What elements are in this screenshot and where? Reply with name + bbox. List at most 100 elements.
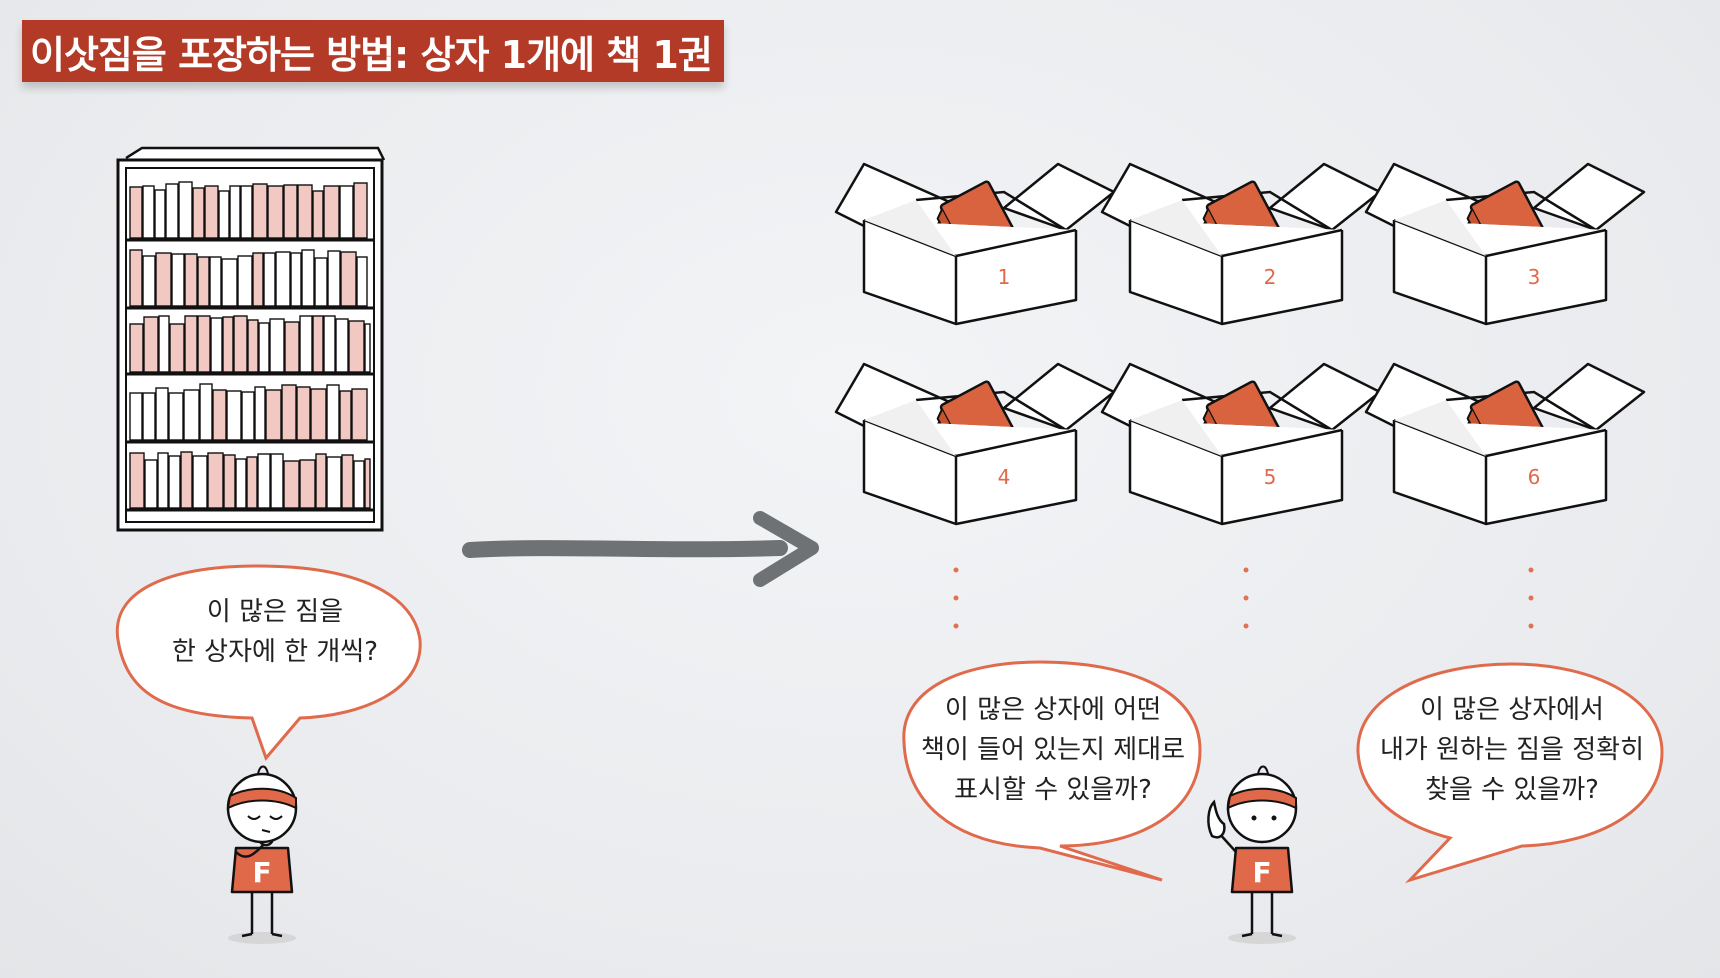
box-number-label: 5: [1264, 465, 1277, 489]
speech-bubble-middle: [902, 660, 1202, 882]
bubble-middle-line: 책이 들어 있는지 제대로: [921, 735, 1185, 765]
moving-box: 2: [1100, 162, 1382, 326]
shelf-book: [252, 183, 268, 239]
shelf-book: [168, 392, 184, 441]
shelf-book: [258, 322, 270, 373]
shelf-book: [353, 460, 365, 509]
shelf-book: [339, 390, 352, 441]
shelf-book: [192, 187, 205, 239]
moving-box: 3: [1364, 162, 1646, 326]
shelf-book: [252, 252, 264, 307]
bubble-middle-text: 이 많은 상자에 어떤 책이 들어 있는지 제대로 표시할 수 있을까?: [906, 690, 1200, 810]
shelf-book: [283, 460, 300, 509]
bubble-middle-line: 이 많은 상자에 어떤: [944, 695, 1162, 725]
shelf-book: [235, 458, 247, 509]
shelf-book: [315, 453, 327, 509]
shelf-book: [229, 185, 241, 239]
moving-box: 1: [834, 162, 1116, 326]
slide-title: 이삿짐을 포장하는 방법: 상자 1개에 책 1권: [30, 32, 713, 77]
bookshelf: [116, 146, 386, 532]
shelf-book: [339, 185, 354, 239]
bubble-right-line: 찾을 수 있을까?: [1425, 775, 1599, 805]
bubble-right-line: 이 많은 상자에서: [1420, 695, 1604, 725]
shelf-book: [283, 184, 298, 239]
shelf-book: [165, 183, 179, 239]
box-number-label: 6: [1528, 465, 1541, 489]
speech-bubble-right: [1356, 662, 1664, 884]
shelf-book: [218, 190, 230, 239]
shelf-book: [246, 456, 258, 509]
shelf-book: [178, 181, 193, 239]
shelf-book: [237, 255, 253, 307]
shelf-book: [265, 389, 282, 441]
shelf-book: [299, 459, 316, 509]
shelf-book: [129, 452, 145, 509]
shelf-book: [155, 387, 169, 441]
shelf-book: [221, 258, 238, 307]
shelf-book: [312, 315, 324, 373]
box-number-label: 4: [998, 465, 1011, 489]
shelf-book: [296, 386, 311, 441]
speech-bubble-left: [115, 564, 422, 761]
title-banner: 이삿짐을 포장하는 방법: 상자 1개에 책 1권: [22, 20, 724, 82]
shelf-book: [348, 320, 365, 373]
shelf-book: [129, 323, 144, 373]
shelf-book: [184, 253, 198, 307]
shelf-book: [281, 384, 297, 441]
shelf-book: [233, 315, 248, 373]
shelf-book: [192, 455, 208, 509]
box-number-label: 3: [1528, 265, 1541, 289]
shelf-book: [180, 451, 193, 509]
moving-box: 4: [834, 362, 1116, 526]
shelf-book: [144, 459, 158, 509]
shelf-book: [158, 315, 170, 373]
shelf-book: [240, 185, 253, 239]
shelf-book: [210, 317, 223, 373]
shelf-book: [223, 454, 236, 509]
bubble-left-text: 이 많은 짐을 한 상자에 한 개씩?: [130, 592, 420, 672]
shelf-book: [290, 252, 302, 307]
shelf-book: [310, 388, 327, 441]
shelf-book: [364, 323, 371, 373]
shelf-book: [157, 452, 169, 509]
continuation-dots: [953, 567, 1534, 629]
shelf-book: [326, 384, 340, 441]
shelf-book: [254, 386, 266, 441]
shelf-book: [269, 318, 285, 373]
box-number-label: 2: [1264, 265, 1277, 289]
moving-box: 5: [1100, 362, 1382, 526]
shelf-book: [155, 252, 172, 307]
shelf-book: [199, 383, 213, 441]
shelf-book: [168, 455, 181, 509]
shelf-book: [275, 251, 291, 307]
shelf-book: [356, 256, 368, 307]
shelf-book: [204, 185, 219, 239]
shelf-book: [301, 249, 315, 307]
shelf-book: [129, 392, 143, 441]
moving-box: 6: [1364, 362, 1646, 526]
shelf-book: [299, 315, 313, 373]
shelf-book: [341, 454, 354, 509]
shelf-book: [257, 453, 271, 509]
bubble-left-line: 한 상자에 한 개씩?: [171, 637, 379, 667]
bubble-left-line: 이 많은 짐을: [206, 597, 344, 627]
shelf-book: [154, 189, 166, 239]
shelf-book: [270, 453, 284, 509]
bubble-right-text: 이 많은 상자에서 내가 원하는 짐을 정확히 찾을 수 있을까?: [1362, 690, 1662, 810]
shelf-book: [335, 318, 349, 373]
shelf-book: [169, 323, 185, 373]
bubble-middle-line: 표시할 수 있을까?: [954, 775, 1152, 805]
shelf-book: [247, 319, 259, 373]
shelf-book: [241, 391, 255, 441]
shelf-book: [222, 316, 234, 373]
shelf-book: [351, 388, 368, 441]
shelf-book: [314, 257, 328, 307]
shirt-letter: F: [252, 856, 271, 889]
shelf-book: [142, 255, 156, 307]
shelf-book: [171, 253, 185, 307]
shelf-book: [312, 190, 324, 239]
shelf-book: [212, 389, 227, 441]
shelf-book: [143, 316, 159, 373]
shelf-book: [284, 321, 300, 373]
